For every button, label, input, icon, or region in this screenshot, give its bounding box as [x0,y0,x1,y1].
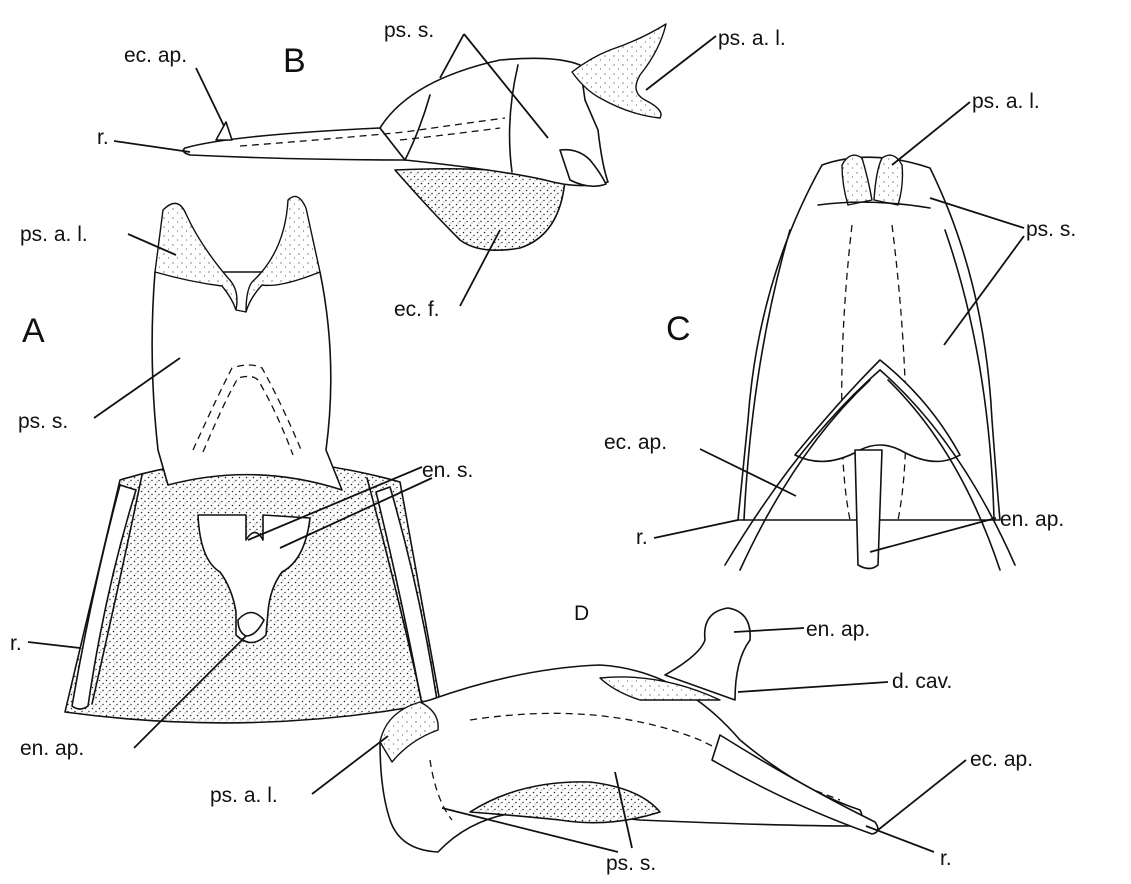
panel-b-leader-ec-ap [196,68,224,126]
panel-a-label-ps-s: ps. s. [18,410,68,433]
panel-d-title: D [574,602,589,625]
panel-d-label-d-cav: d. cav. [892,670,952,693]
panel-c-label-ps-a-l: ps. a. l. [972,90,1040,113]
panel-b-label-ps-s: ps. s. [384,19,434,42]
panel-c-leader-ps-a-l [892,102,970,165]
panel-c: C ps. a. l. ps. s. ec. ap. r. en. ap. [604,90,1076,570]
panel-b-title: B [283,42,306,80]
panel-a-label-en-ap: en. ap. [20,737,84,760]
panel-d-label-r: r. [940,847,952,870]
panel-b-ecdeagal-lobe [395,169,565,250]
panel-c-label-en-ap: en. ap. [1000,508,1064,531]
panel-d-label-ps-s: ps. s. [606,852,656,875]
panel-a: A ps. a. l. ps. s. en. s. r. en. ap. [10,196,473,760]
panel-d-label-ec-ap: ec. ap. [970,748,1033,771]
panel-d-leader-d-cav [738,682,888,692]
panel-c-title: C [666,310,691,348]
panel-b-rod [183,128,405,160]
panel-b-label-r: r. [97,126,109,149]
panel-c-leader-r [654,520,738,538]
panel-a-title: A [22,312,45,350]
panel-b-label-ec-ap: ec. ap. [124,44,187,67]
panel-b-label-ps-a-l: ps. a. l. [718,27,786,50]
panel-a-leader-r [28,642,80,648]
panel-d-label-ps-a-l: ps. a. l. [210,784,278,807]
panel-c-label-r: r. [636,526,648,549]
panel-b-label-ec-f: ec. f. [394,298,440,321]
panel-d-label-en-ap: en. ap. [806,618,870,641]
panel-a-label-ps-a-l: ps. a. l. [20,223,88,246]
panel-c-leader-en-ap [870,518,996,552]
panel-d-leader-r [866,826,934,852]
panel-d-leader-ps-a-l [312,736,388,794]
panel-c-label-ec-ap: ec. ap. [604,431,667,454]
panel-d-leader-ec-ap [878,760,966,830]
panel-b-leader-r [114,141,190,152]
panel-a-label-r: r. [10,632,22,655]
panel-c-label-ps-s: ps. s. [1026,218,1076,241]
